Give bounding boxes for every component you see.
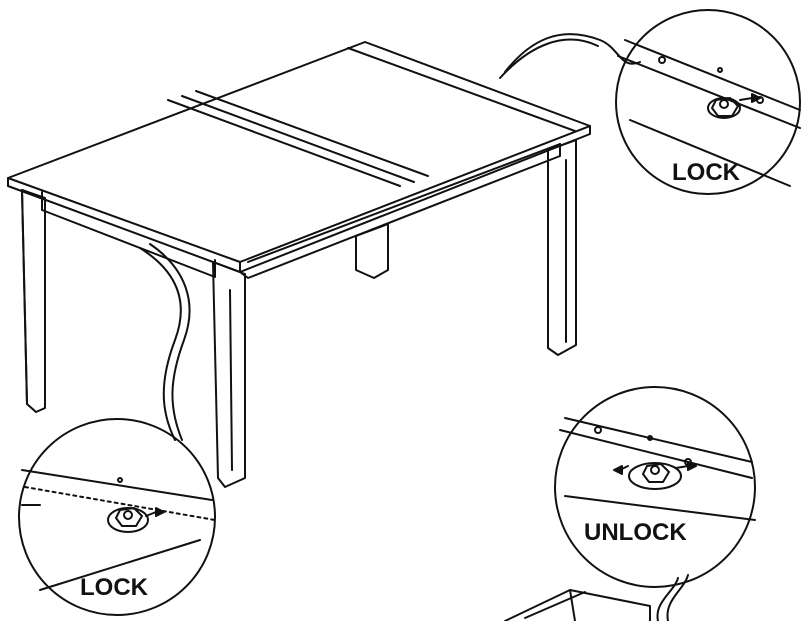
callout-leader-bottom-right xyxy=(666,574,689,622)
lock-nut-unlock xyxy=(628,462,682,490)
table-drawing xyxy=(7,41,591,488)
detail-circle-top-right xyxy=(615,9,801,195)
label-lock-bottom-left: LOCK xyxy=(80,574,149,601)
detail-top-right xyxy=(615,9,801,195)
detail-bottom-left xyxy=(18,418,216,616)
label-lock-top-right: LOCK xyxy=(672,159,741,186)
table-apron xyxy=(41,143,561,279)
detail-circle-bottom-left xyxy=(18,418,216,616)
detail-right-unlock xyxy=(554,386,756,588)
table-leg-back-right xyxy=(547,139,577,356)
rotation-arrow-top-right xyxy=(739,97,753,101)
rotation-arrow-unlock-right xyxy=(675,465,689,469)
detail-circle-right xyxy=(554,386,756,588)
callout-leader-bottom-left xyxy=(139,247,182,441)
table-leg-back-left xyxy=(355,223,389,279)
table-leaf-seams xyxy=(167,90,429,187)
table-leg-front-left xyxy=(21,189,46,413)
table-leg-front-right xyxy=(212,261,246,488)
rotation-arrow-bottom-left xyxy=(145,511,157,517)
table-corner-partial xyxy=(504,589,651,622)
label-unlock: UNLOCK xyxy=(584,519,687,546)
